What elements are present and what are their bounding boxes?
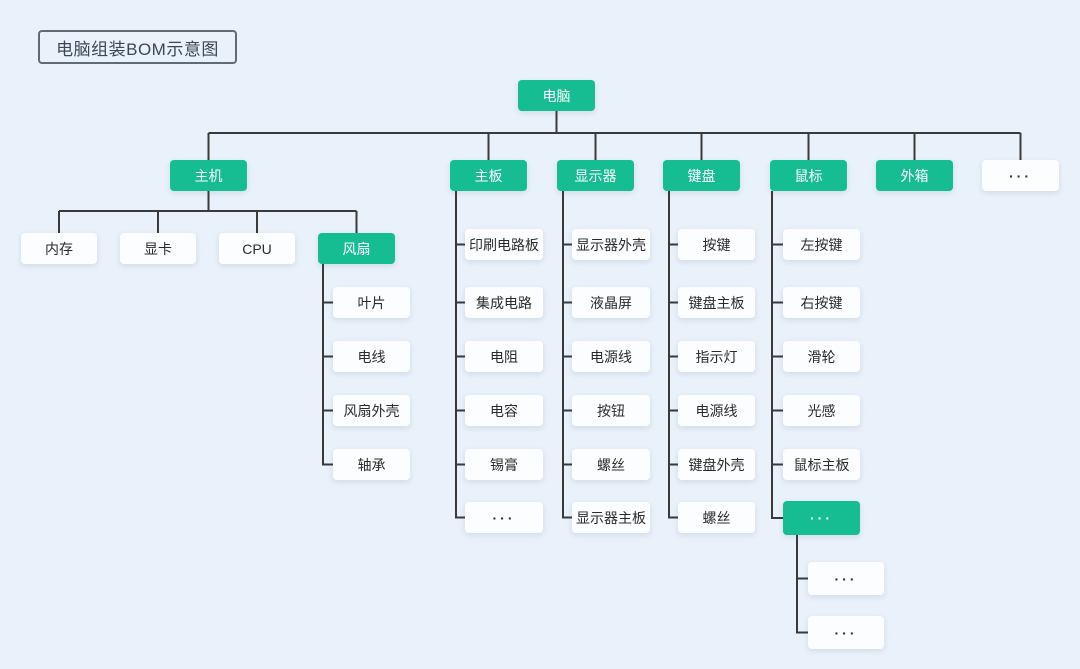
node-capacitor: 电容 [465, 395, 543, 426]
node-resistor: 电阻 [465, 341, 543, 372]
node-keyboard-power: 电源线 [678, 395, 755, 426]
node-keyboard-board: 键盘主板 [678, 287, 755, 318]
node-monitor-board: 显示器主板 [572, 502, 650, 533]
node-keyboard-screw: 螺丝 [678, 502, 755, 533]
node-fan-wire: 电线 [333, 341, 410, 372]
node-pcb: 印刷电路板 [465, 229, 543, 260]
node-keyboard: 键盘 [663, 160, 740, 191]
node-gpu: 显卡 [120, 233, 196, 264]
node-computer: 电脑 [518, 80, 595, 111]
node-ic: 集成电路 [465, 287, 543, 318]
node-mouse-more-2: ··· [808, 616, 884, 649]
node-keys: 按键 [678, 229, 755, 260]
node-lcd: 液晶屏 [572, 287, 650, 318]
node-button: 按钮 [572, 395, 650, 426]
node-mouse-board: 鼠标主板 [783, 449, 860, 480]
node-fan-bearing: 轴承 [333, 449, 410, 480]
node-fan-shell: 风扇外壳 [333, 395, 410, 426]
node-mainboard-more: ··· [465, 502, 543, 533]
node-fan: 风扇 [318, 233, 395, 264]
node-light-sensor: 光感 [783, 395, 860, 426]
node-wheel: 滑轮 [783, 341, 860, 372]
node-mouse: 鼠标 [770, 160, 847, 191]
node-monitor-screw: 螺丝 [572, 449, 650, 480]
node-root-more: ··· [982, 160, 1059, 191]
node-memory: 内存 [21, 233, 97, 264]
node-mouse-more: ··· [783, 501, 860, 535]
node-indicator: 指示灯 [678, 341, 755, 372]
node-monitor: 显示器 [557, 160, 634, 191]
node-fan-blade: 叶片 [333, 287, 410, 318]
node-host: 主机 [170, 160, 247, 191]
node-monitor-power: 电源线 [572, 341, 650, 372]
node-case: 外箱 [876, 160, 953, 191]
node-right-button: 右按键 [783, 287, 860, 318]
node-monitor-shell: 显示器外壳 [572, 229, 650, 260]
node-keyboard-shell: 键盘外壳 [678, 449, 755, 480]
node-mouse-more-1: ··· [808, 562, 884, 595]
node-left-button: 左按键 [783, 229, 860, 260]
node-solder: 锡膏 [465, 449, 543, 480]
node-mainboard: 主板 [450, 160, 527, 191]
diagram-title: 电脑组装BOM示意图 [38, 30, 237, 64]
node-cpu: CPU [219, 233, 295, 264]
